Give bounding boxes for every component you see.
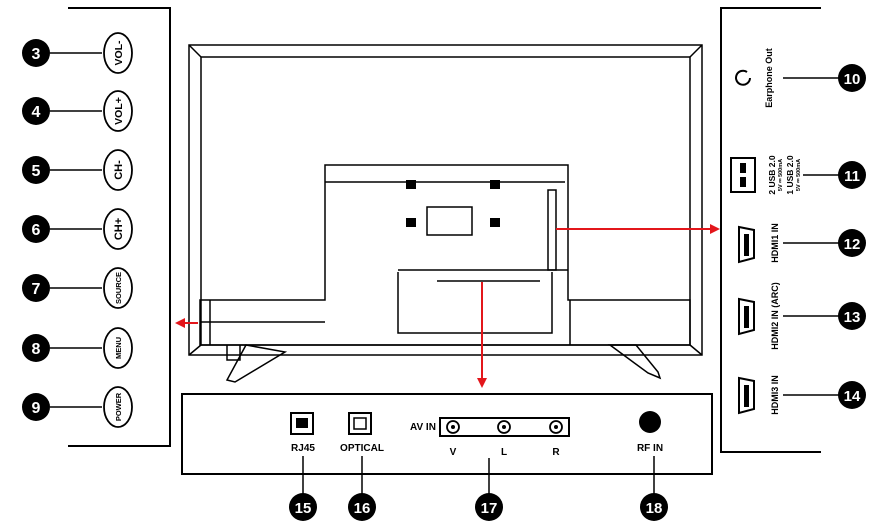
callout-10-number: 10 [844, 71, 861, 88]
tv-side-port-strip [547, 189, 557, 271]
port-av-in: AV IN V L R 17 [410, 417, 570, 521]
port-hdmi1: HDMI1 IN 12 [738, 223, 866, 264]
callout-8-number: 8 [32, 341, 41, 358]
power-button [103, 386, 133, 428]
hdmi2-label: HDMI2 IN (ARC) [770, 282, 780, 350]
callout-17-badge [475, 493, 503, 521]
port-usb: 2 USB 2.0 5V ⎓ 500mA 1 USB 2.0 5V ⎓ 500m… [730, 155, 866, 195]
callout-7-badge [22, 274, 50, 302]
button-vol-plus: 4 VOL+ [22, 90, 133, 132]
vol-plus-label: VOL+ [113, 97, 125, 125]
callout-6-number: 6 [32, 222, 41, 239]
earphone-label: Earphone Out [764, 48, 774, 108]
callout-7-number: 7 [32, 281, 41, 298]
ch-plus-button [103, 208, 133, 250]
rf-in-label: RF IN [637, 443, 663, 454]
callout-5-number: 5 [32, 163, 41, 180]
usb1-spec: 5V ⎓ 500mA [796, 159, 802, 191]
side-button-panel [68, 7, 171, 447]
callout-9-badge [22, 393, 50, 421]
callout-13-badge [838, 302, 866, 330]
button-menu: 8 MENU [22, 327, 133, 369]
side-ports-panel [720, 7, 821, 453]
tv-stand-right [607, 344, 662, 380]
vesa-holes [406, 180, 500, 227]
port-rf-in: RF IN 18 [637, 411, 668, 521]
callout-arrows [175, 224, 720, 388]
callout-18-number: 18 [646, 500, 663, 517]
port-rj45: RJ45 15 [289, 412, 317, 521]
button-ch-minus: 5 CH- [22, 149, 133, 191]
vol-minus-button [103, 32, 133, 74]
port-hdmi3: HDMI3 IN 14 [738, 375, 866, 415]
callout-11-number: 11 [844, 168, 860, 185]
callout-3-badge [22, 39, 50, 67]
callout-15-badge [289, 493, 317, 521]
vol-plus-button [103, 90, 133, 132]
source-label: SOURCE [114, 272, 123, 304]
callout-17-number: 17 [481, 500, 498, 517]
callout-16-badge [348, 493, 376, 521]
button-vol-minus: 3 VOL- [22, 32, 133, 74]
callout-15-number: 15 [295, 500, 312, 517]
ch-plus-label: CH+ [113, 218, 125, 240]
callout-5-badge [22, 156, 50, 184]
usb2-spec: 5V ⎓ 500mA [778, 159, 784, 191]
av-r-label: R [552, 447, 560, 458]
bottom-ports-panel [181, 393, 713, 475]
source-button [103, 267, 133, 309]
tv-back-housing [199, 164, 691, 346]
callout-14-badge [838, 381, 866, 409]
menu-label: MENU [114, 337, 123, 359]
hdmi1-label: HDMI1 IN [770, 223, 780, 263]
callout-18-badge [640, 493, 668, 521]
button-source: 7 SOURCE [22, 267, 133, 309]
callout-6-badge [22, 215, 50, 243]
callout-12-number: 12 [844, 236, 861, 253]
hdmi3-label: HDMI3 IN [770, 375, 780, 415]
tv-inner-frame [200, 56, 691, 346]
button-power: 9 POWER [22, 386, 133, 428]
callout-16-number: 16 [354, 500, 371, 517]
vol-minus-label: VOL- [113, 40, 125, 66]
port-earphone: Earphone Out 10 [735, 48, 866, 108]
port-optical: OPTICAL 16 [340, 412, 384, 521]
port-hdmi2-arc: HDMI2 IN (ARC) 13 [738, 282, 866, 350]
callout-14-number: 14 [844, 388, 861, 405]
rj45-label: RJ45 [291, 443, 315, 454]
callout-10-badge [838, 64, 866, 92]
tv-outer-frame [188, 44, 703, 356]
callout-8-badge [22, 334, 50, 362]
av-in-label: AV IN [410, 422, 436, 433]
callout-4-number: 4 [32, 104, 41, 121]
tv-rear-view [188, 44, 703, 383]
callout-13-number: 13 [844, 309, 861, 326]
av-l-label: L [501, 447, 507, 458]
callout-3-number: 3 [32, 46, 41, 63]
av-v-label: V [450, 447, 457, 458]
vesa-mount-plate [426, 206, 473, 236]
callout-4-badge [22, 97, 50, 125]
ch-minus-button [103, 149, 133, 191]
optical-label: OPTICAL [340, 443, 384, 454]
callout-11-badge [838, 161, 866, 189]
tv-stand-left [225, 344, 288, 383]
button-ch-plus: 6 CH+ [22, 208, 133, 250]
rf-port-icon [639, 411, 661, 433]
callout-9-number: 9 [32, 400, 41, 417]
callout-12-badge [838, 229, 866, 257]
headphone-jack-icon [735, 69, 751, 86]
power-label: POWER [114, 392, 123, 421]
ch-minus-label: CH- [113, 160, 125, 180]
menu-button [103, 327, 133, 369]
usb1-label: 1 USB 2.0 [785, 155, 795, 194]
usb2-label: 2 USB 2.0 [767, 155, 777, 194]
